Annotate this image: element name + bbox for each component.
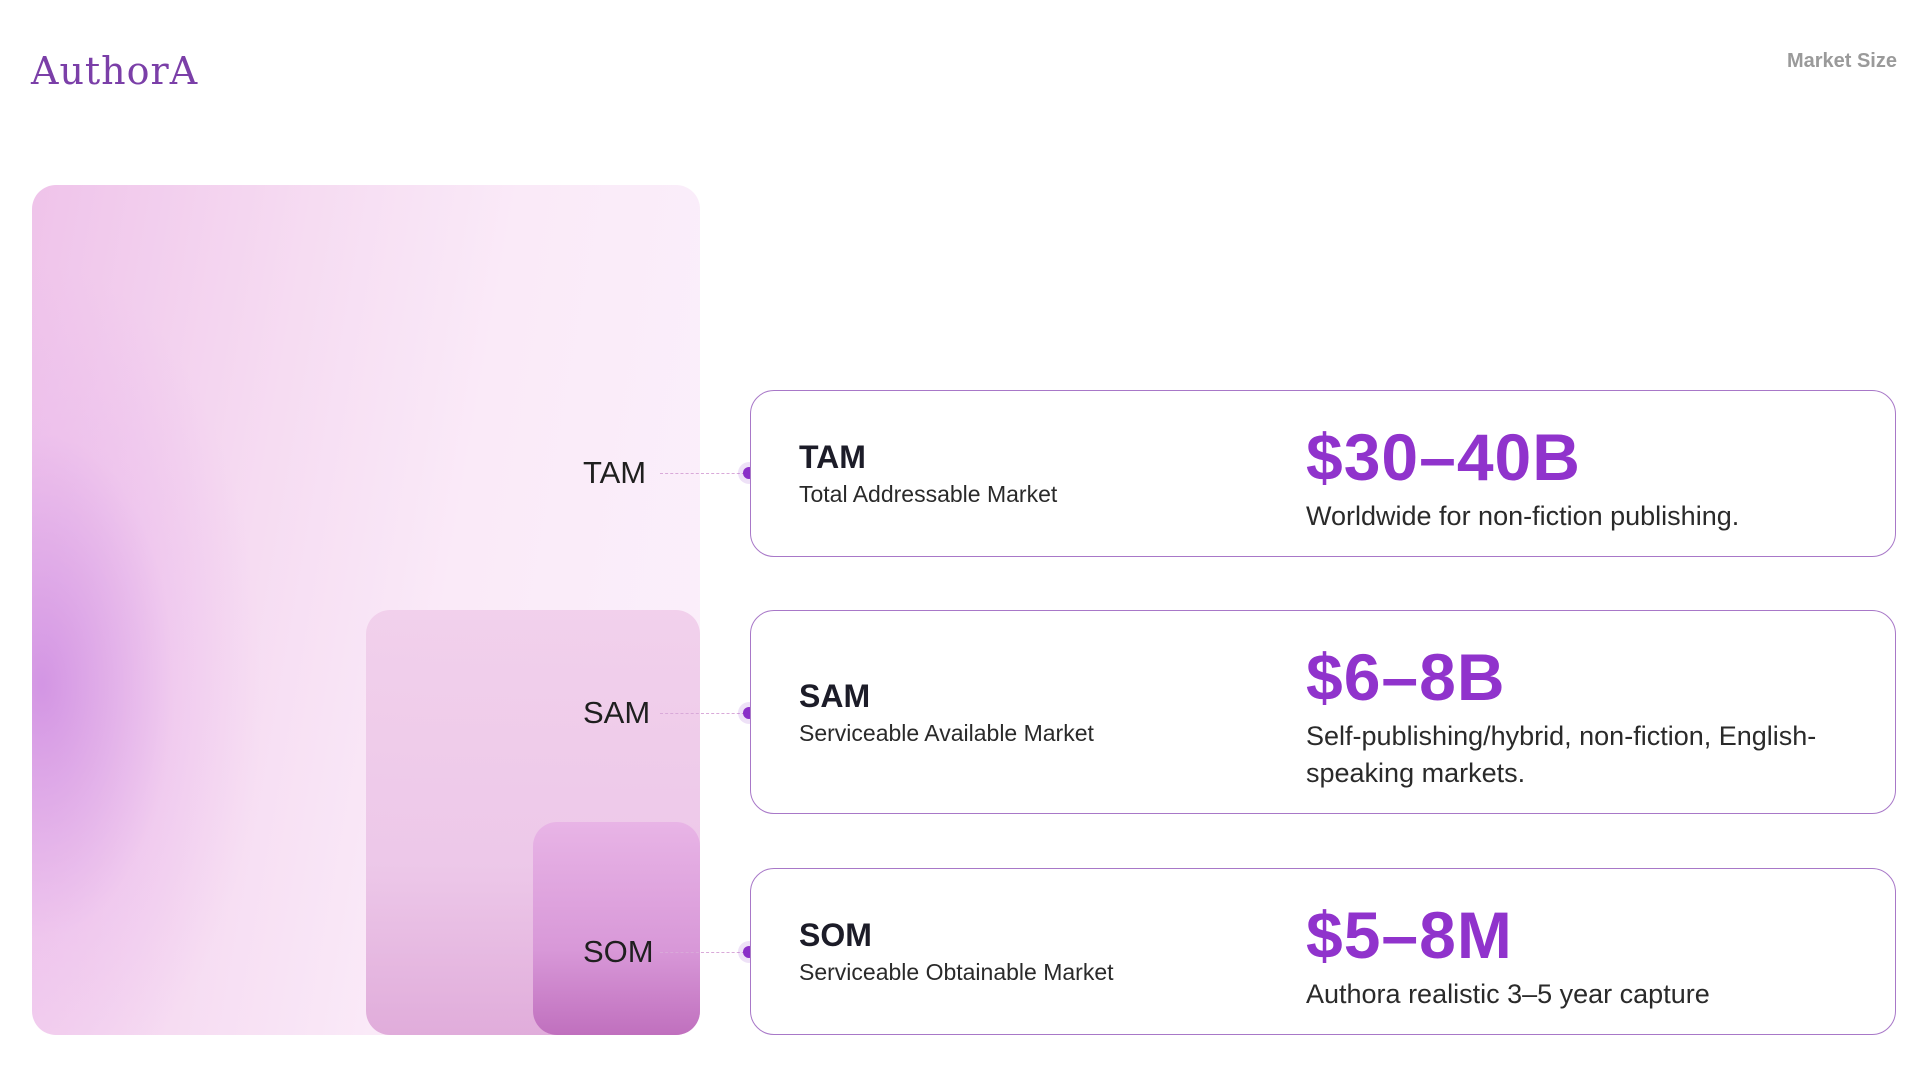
card-abbreviation: SOM xyxy=(799,917,872,953)
card-full-name: Serviceable Obtainable Market xyxy=(799,959,1114,985)
section-label: Market Size xyxy=(1786,50,1897,72)
card-value: $30–40B xyxy=(1306,420,1581,494)
sam-diagram-label: SAM xyxy=(583,695,651,730)
card-description: Self-publishing/hybrid, non-fiction, Eng… xyxy=(1306,721,1817,788)
card-value: $5–8M xyxy=(1306,898,1513,972)
tam-diagram-label: TAM xyxy=(583,455,647,490)
card-abbreviation: TAM xyxy=(799,439,866,475)
som-connector-line xyxy=(660,952,750,953)
som-box xyxy=(533,822,700,1035)
som-diagram-label: SOM xyxy=(583,934,654,969)
authora-logo: AuthorA xyxy=(31,49,199,93)
sam-card: SAM Serviceable Available Market $6–8B S… xyxy=(750,610,1896,814)
card-full-name: Total Addressable Market xyxy=(799,481,1058,507)
card-description: Authora realistic 3–5 year capture xyxy=(1306,979,1710,1009)
tam-card: TAM Total Addressable Market $30–40B Wor… xyxy=(750,390,1896,557)
card-description: Worldwide for non-fiction publishing. xyxy=(1306,501,1740,531)
card-value: $6–8B xyxy=(1306,640,1506,714)
som-card: SOM Serviceable Obtainable Market $5–8M … xyxy=(750,868,1896,1035)
tam-connector-line xyxy=(660,473,750,474)
sam-connector-line xyxy=(660,713,750,714)
card-abbreviation: SAM xyxy=(799,678,871,714)
card-full-name: Serviceable Available Market xyxy=(799,720,1094,746)
